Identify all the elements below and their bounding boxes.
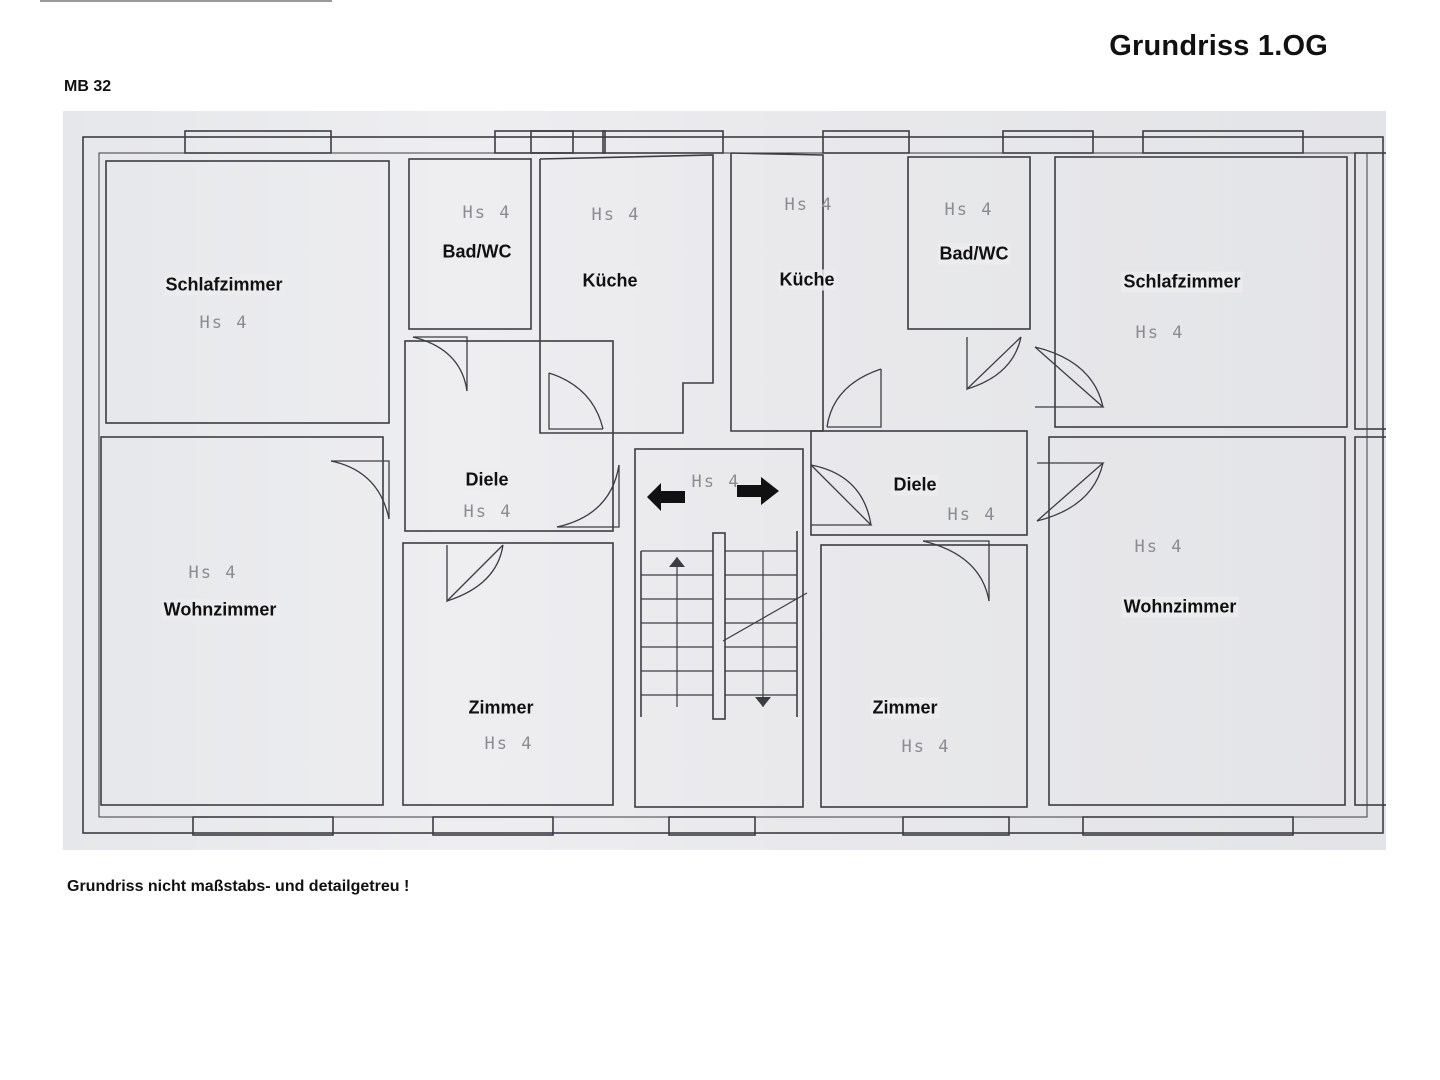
label-bad-left: Bad/WC [440, 241, 514, 263]
label-wohnzimmer-left: Wohnzimmer [161, 599, 279, 621]
room-wohnzimmer-right [1048, 436, 1346, 806]
staircase [634, 448, 804, 808]
room-schlafzimmer-left [105, 160, 390, 424]
hs-note: Hs 4 [199, 313, 249, 333]
stair-steps [641, 550, 808, 707]
room-kueche-left [539, 154, 714, 434]
label-diele-left: Diele [463, 469, 511, 491]
room-bad-right [907, 156, 1031, 330]
hs-note: Hs 4 [784, 195, 834, 215]
top-edge-line [40, 0, 332, 2]
entrance-arrows [647, 477, 779, 511]
label-diele-right: Diele [891, 474, 939, 496]
hs-note: Hs 4 [484, 734, 534, 754]
disclaimer-note: Grundriss nicht maßstabs- und detailgetr… [67, 878, 410, 895]
room-zimmer-left [402, 542, 614, 806]
top-windows [184, 130, 1304, 154]
room-schlafzimmer-right [1054, 156, 1348, 428]
hs-note: Hs 4 [462, 203, 512, 223]
hs-note: Hs 4 [944, 200, 994, 220]
building-code: MB 32 [64, 78, 112, 95]
bottom-windows [192, 816, 1294, 836]
hs-note: Hs 4 [1135, 323, 1185, 343]
outer-wall [82, 136, 1384, 834]
room-wohnzimmer-left [100, 436, 384, 806]
label-bad-right: Bad/WC [937, 243, 1011, 265]
label-kueche-left: Küche [580, 270, 640, 292]
hs-note: Hs 4 [1134, 537, 1184, 557]
floor-plan: Schlafzimmer Bad/WC Küche Küche Bad/WC S… [63, 111, 1386, 850]
room-diele-left [404, 340, 614, 532]
hs-note: Hs 4 [188, 563, 238, 583]
page-title: Grundriss 1.OG [1109, 30, 1328, 62]
room-diele-right [810, 430, 1028, 536]
label-zimmer-left: Zimmer [466, 697, 536, 719]
room-zimmer-right [820, 544, 1028, 808]
label-zimmer-right: Zimmer [870, 697, 940, 719]
label-schlafzimmer-left: Schlafzimmer [163, 274, 285, 296]
room-bad-left [408, 158, 532, 330]
hs-note: Hs 4 [691, 472, 741, 492]
arrow-left-icon [647, 483, 685, 511]
hs-note: Hs 4 [901, 737, 951, 757]
door-swings [330, 336, 1105, 603]
arrow-right-icon [737, 477, 779, 505]
hs-note: Hs 4 [947, 505, 997, 525]
label-wohnzimmer-right: Wohnzimmer [1121, 596, 1239, 618]
label-schlafzimmer-right: Schlafzimmer [1121, 271, 1243, 293]
label-kueche-right: Küche [777, 269, 837, 291]
hs-note: Hs 4 [463, 502, 513, 522]
stair-arrows [669, 557, 771, 707]
hs-note: Hs 4 [591, 205, 641, 225]
floor-plan-drawing [82, 130, 1386, 836]
